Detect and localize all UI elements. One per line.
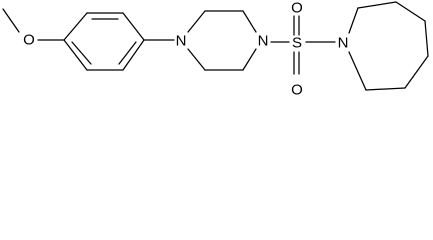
benzene-bond (63, 12, 88, 41)
benzene-bond (122, 39, 145, 71)
benzene-inner-double-bond (71, 41, 92, 65)
azepane-bond (357, 1, 397, 9)
piperazine-nitrogen-sulfonyl-label: N (258, 33, 269, 50)
azepane-bond (365, 87, 406, 91)
sulfonyl-oxygen-top-label: O (291, 0, 303, 17)
piperazine-bond (242, 48, 257, 71)
azepane-nitrogen-label: N (338, 35, 349, 52)
piperazine-bond (187, 10, 206, 33)
chemical-structure: O N N S O O N (2, 0, 429, 99)
methyl-oxygen-bond (2, 8, 20, 33)
sulfur-label: S (292, 35, 302, 52)
piperazine-nitrogen-aryl-label: N (176, 33, 187, 50)
sulfonyl-oxygen-bottom-label: O (291, 82, 303, 99)
piperazine-bond (187, 48, 206, 71)
azepane-bond (348, 51, 367, 91)
azepane-bond (348, 7, 359, 34)
azepane-bond (404, 55, 429, 89)
azepane-bond (395, 1, 426, 22)
benzene-bond (63, 39, 88, 71)
methoxy-oxygen-label: O (23, 32, 35, 49)
azepane-bond (424, 20, 429, 57)
benzene-inner-double-bond (118, 41, 137, 65)
piperazine-bond (242, 10, 257, 33)
benzene-bond (122, 12, 145, 41)
